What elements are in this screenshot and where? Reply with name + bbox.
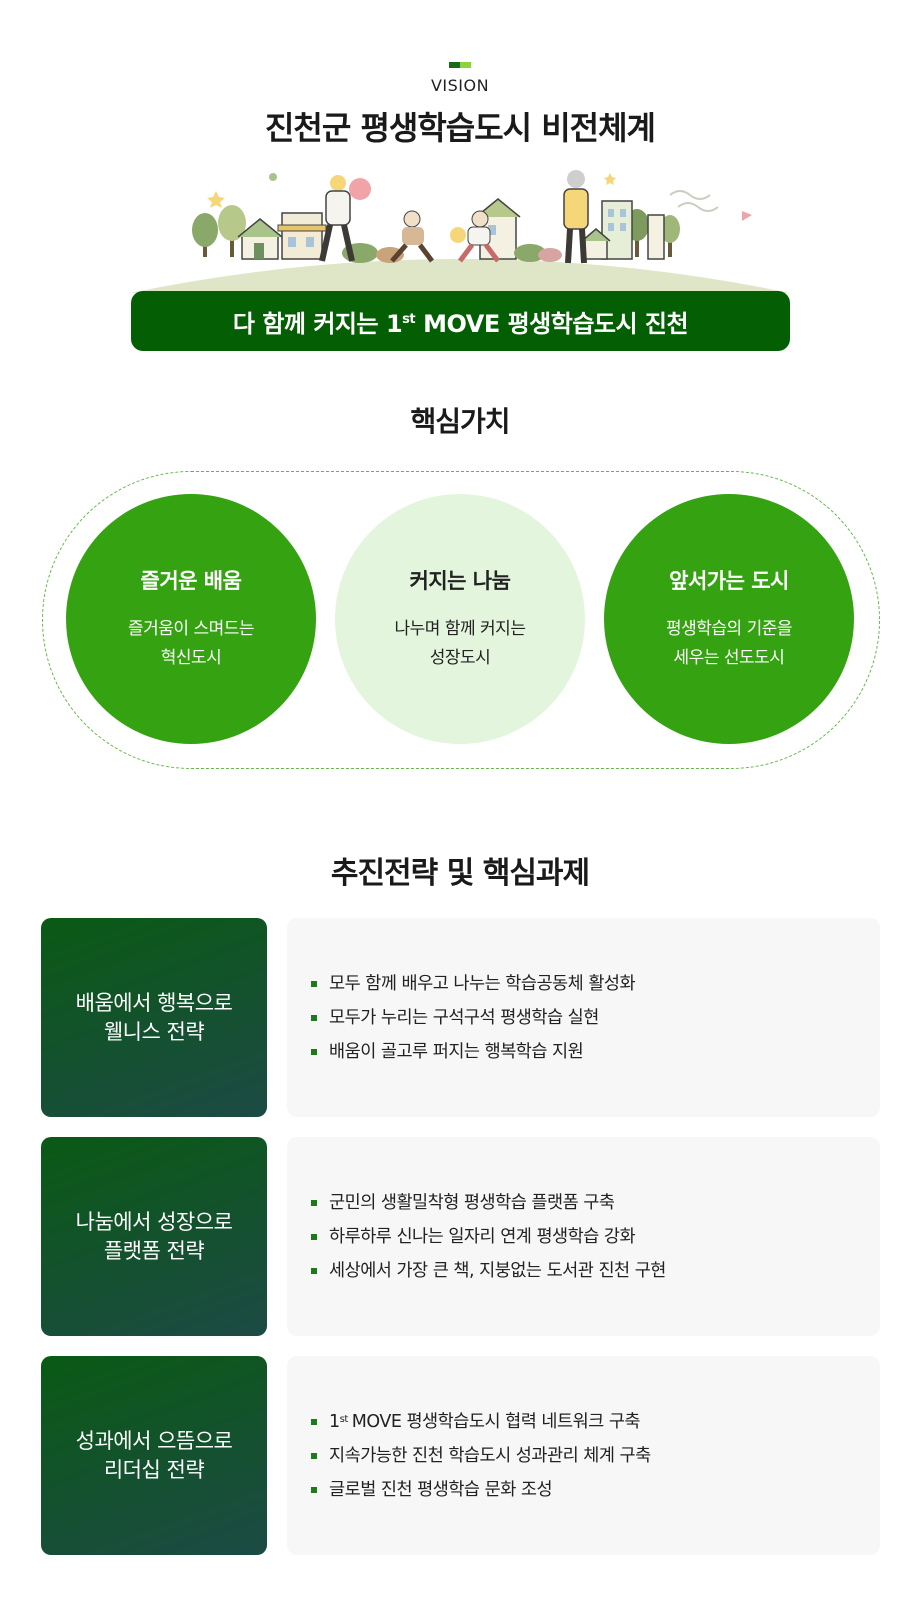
task-text-prefix: 1 <box>329 1411 340 1432</box>
core-value-circle: 즐거운 배움 즐거움이 스며드는 혁신도시 <box>66 494 316 744</box>
square-bullet-icon <box>311 1452 317 1459</box>
task-text: 배움이 골고루 퍼지는 행복학습 지원 <box>329 1041 584 1062</box>
core-value-desc-line: 세우는 선도도시 <box>673 648 785 668</box>
building-icon <box>277 212 327 260</box>
task-item: 모두가 누리는 구석구석 평생학습 실현 <box>311 1001 880 1035</box>
core-values-frame <box>42 471 880 769</box>
person-icon <box>450 210 500 263</box>
square-bullet-icon <box>311 1418 317 1425</box>
house-icon <box>237 218 283 260</box>
tree-icon <box>660 215 680 257</box>
task-text: 모두 함께 배우고 나누는 학습공동체 활성화 <box>329 973 636 994</box>
square-bullet-icon <box>311 1199 317 1206</box>
task-item: 모두 함께 배우고 나누는 학습공동체 활성화 <box>311 967 880 1001</box>
strategy-tasks: 군민의 생활밀착형 평생학습 플랫폼 구축 하루하루 신나는 일자리 연계 평생… <box>287 1137 880 1336</box>
task-item: 배움이 골고루 퍼지는 행복학습 지원 <box>311 1035 880 1069</box>
task-text: MOVE 평생학습도시 협력 네트워크 구축 <box>351 1411 641 1432</box>
strategy-tasks: 모두 함께 배우고 나누는 학습공동체 활성화 모두가 누리는 구석구석 평생학… <box>287 918 880 1117</box>
tree-icon <box>218 205 246 257</box>
square-bullet-icon <box>311 1486 317 1493</box>
task-item: 지속가능한 진천 학습도시 성과관리 체계 구축 <box>311 1439 880 1473</box>
strategy-name: 나눔에서 성장으로 플랫폼 전략 <box>41 1137 267 1336</box>
task-text: 지속가능한 진천 학습도시 성과관리 체계 구축 <box>329 1445 651 1466</box>
building-icon <box>647 214 665 260</box>
task-text: 세상에서 가장 큰 책, 지붕없는 도서관 진천 구현 <box>329 1260 666 1281</box>
strategies-title: 추진전략 및 핵심과제 <box>330 856 590 891</box>
task-text: 글로벌 진천 평생학습 문화 조성 <box>329 1479 553 1500</box>
strategy-name-line: 배움에서 행복으로 <box>75 990 233 1015</box>
strategy-name-line: 플랫폼 전략 <box>103 1238 205 1263</box>
core-value-circle: 앞서가는 도시 평생학습의 기준을 세우는 선도도시 <box>604 494 854 744</box>
vision-mark-icon <box>449 62 471 68</box>
square-bullet-icon <box>311 1014 317 1021</box>
task-text: 군민의 생활밀착형 평생학습 플랫폼 구축 <box>329 1192 615 1213</box>
task-text-sup: st <box>339 1413 349 1425</box>
page-title: 진천군 평생학습도시 비전체계 <box>264 109 656 147</box>
town-illustration <box>130 170 790 293</box>
core-value-desc-line: 즐거움이 스며드는 <box>127 619 255 639</box>
house-icon <box>581 228 611 260</box>
task-item: 세상에서 가장 큰 책, 지붕없는 도서관 진천 구현 <box>311 1254 880 1288</box>
strategy-name: 배움에서 행복으로 웰니스 전략 <box>41 918 267 1117</box>
task-item: 하루하루 신나는 일자리 연계 평생학습 강화 <box>311 1220 880 1254</box>
tree-icon <box>192 213 218 257</box>
strategy-name-line: 리더십 전략 <box>103 1457 205 1482</box>
task-text: 모두가 누리는 구석구석 평생학습 실현 <box>329 1007 599 1028</box>
core-value-desc: 나누며 함께 커지는 성장도시 <box>395 615 526 673</box>
core-value-desc-line: 평생학습의 기준을 <box>665 619 793 639</box>
strategy-name-line: 성과에서 으뜸으로 <box>75 1428 233 1453</box>
core-value-circle: 커지는 나눔 나누며 함께 커지는 성장도시 <box>335 494 585 744</box>
strategy-name-line: 웰니스 전략 <box>103 1019 205 1044</box>
task-item: 글로벌 진천 평생학습 문화 조성 <box>311 1473 880 1507</box>
core-value-desc-line: 나누며 함께 커지는 <box>394 619 526 639</box>
core-values-title: 핵심가치 <box>410 405 510 438</box>
person-icon <box>319 175 371 262</box>
square-bullet-icon <box>311 980 317 987</box>
strategy-name-line: 나눔에서 성장으로 <box>75 1209 233 1234</box>
vision-label: VISION <box>430 76 490 95</box>
square-bullet-icon <box>311 1048 317 1055</box>
core-value-desc: 평생학습의 기준을 세우는 선도도시 <box>665 615 793 673</box>
core-value-title: 즐거운 배움 <box>140 569 242 593</box>
slogan-prefix: 다 함께 커지는 1 <box>232 309 403 338</box>
core-value-title: 커지는 나눔 <box>409 569 511 593</box>
person-icon <box>563 170 589 264</box>
person-icon <box>390 210 434 263</box>
strategy-name: 성과에서 으뜸으로 리더십 전략 <box>41 1356 267 1555</box>
core-value-desc: 즐거움이 스며드는 혁신도시 <box>127 615 255 673</box>
core-value-title: 앞서가는 도시 <box>669 569 789 593</box>
slogan-suffix: MOVE 평생학습도시 진천 <box>423 309 689 338</box>
core-value-desc-line: 혁신도시 <box>160 648 222 668</box>
slogan-sup: st <box>402 311 416 327</box>
square-bullet-icon <box>311 1233 317 1240</box>
core-value-desc-line: 성장도시 <box>429 648 491 668</box>
task-item: 군민의 생활밀착형 평생학습 플랫폼 구축 <box>311 1186 880 1220</box>
square-bullet-icon <box>311 1267 317 1274</box>
task-text: 하루하루 신나는 일자리 연계 평생학습 강화 <box>329 1226 636 1247</box>
